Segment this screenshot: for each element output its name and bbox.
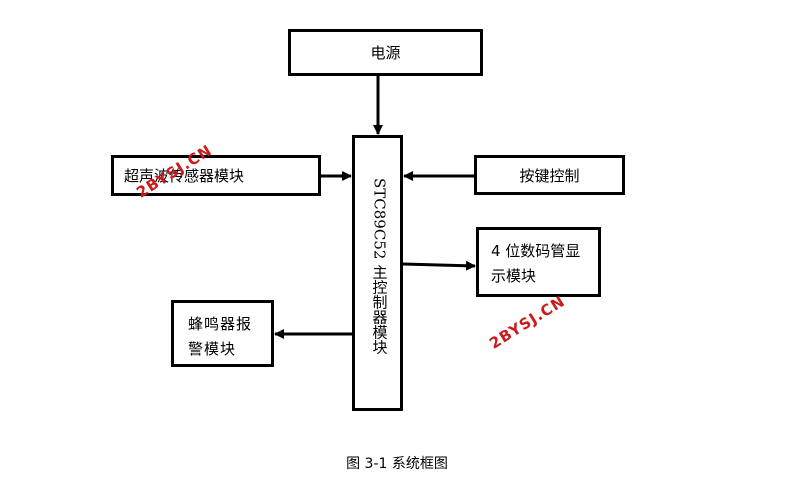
keys-label: 按键控制	[519, 166, 580, 185]
buzzer-alarm-block: 蜂鸣器报 警模块	[171, 300, 274, 367]
power-block: 电源	[288, 29, 483, 76]
ultrasonic-sensor-block: 超声波传感器模块	[111, 155, 321, 196]
buzzer-label-line-1: 蜂鸣器报	[188, 315, 253, 333]
key-control-block: 按键控制	[474, 155, 625, 195]
mcu-block: STC89C52 主控制器模块	[352, 135, 403, 411]
power-label: 电源	[370, 44, 401, 62]
figure-caption: 图 3-1 系统框图	[346, 456, 448, 472]
buzzer-label-line-2: 警模块	[188, 340, 237, 358]
ultrasonic-label: 超声波传感器模块	[124, 167, 245, 185]
display-label-line-1: 4 位数码管显	[491, 242, 581, 260]
mcu-label: STC89C52 主控制器模块	[370, 178, 389, 355]
seven-segment-display-block: 4 位数码管显 示模块	[476, 227, 601, 297]
display-label-line-2: 示模块	[491, 267, 537, 285]
arrow-mcu-to-display	[402, 260, 476, 271]
